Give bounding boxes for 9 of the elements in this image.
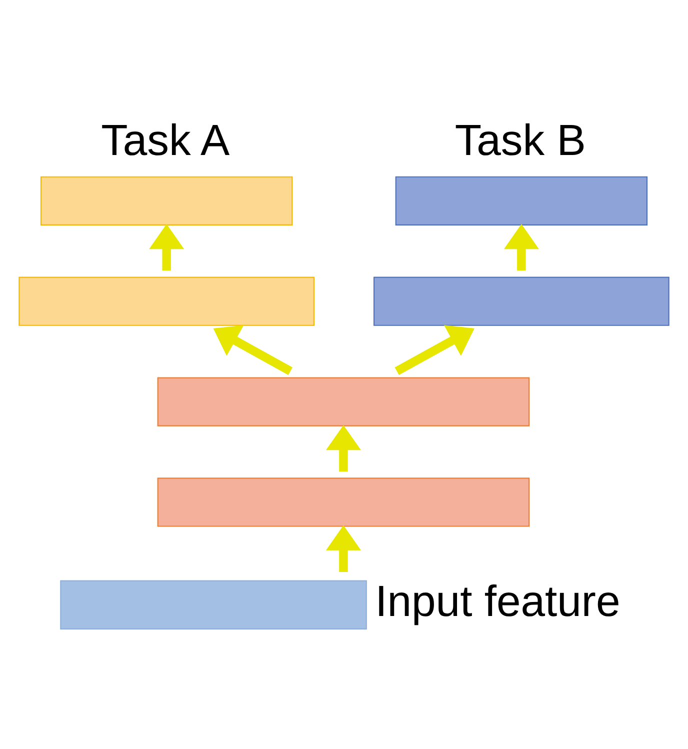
arrow xyxy=(326,425,362,472)
node-label: Task B xyxy=(454,116,586,166)
node-label: Task A xyxy=(101,116,230,166)
arrow xyxy=(213,325,292,376)
arrow xyxy=(326,525,362,572)
arrow xyxy=(504,224,539,271)
node-label: Input feature xyxy=(375,576,620,626)
arrow xyxy=(394,325,474,376)
arrow xyxy=(149,224,184,271)
